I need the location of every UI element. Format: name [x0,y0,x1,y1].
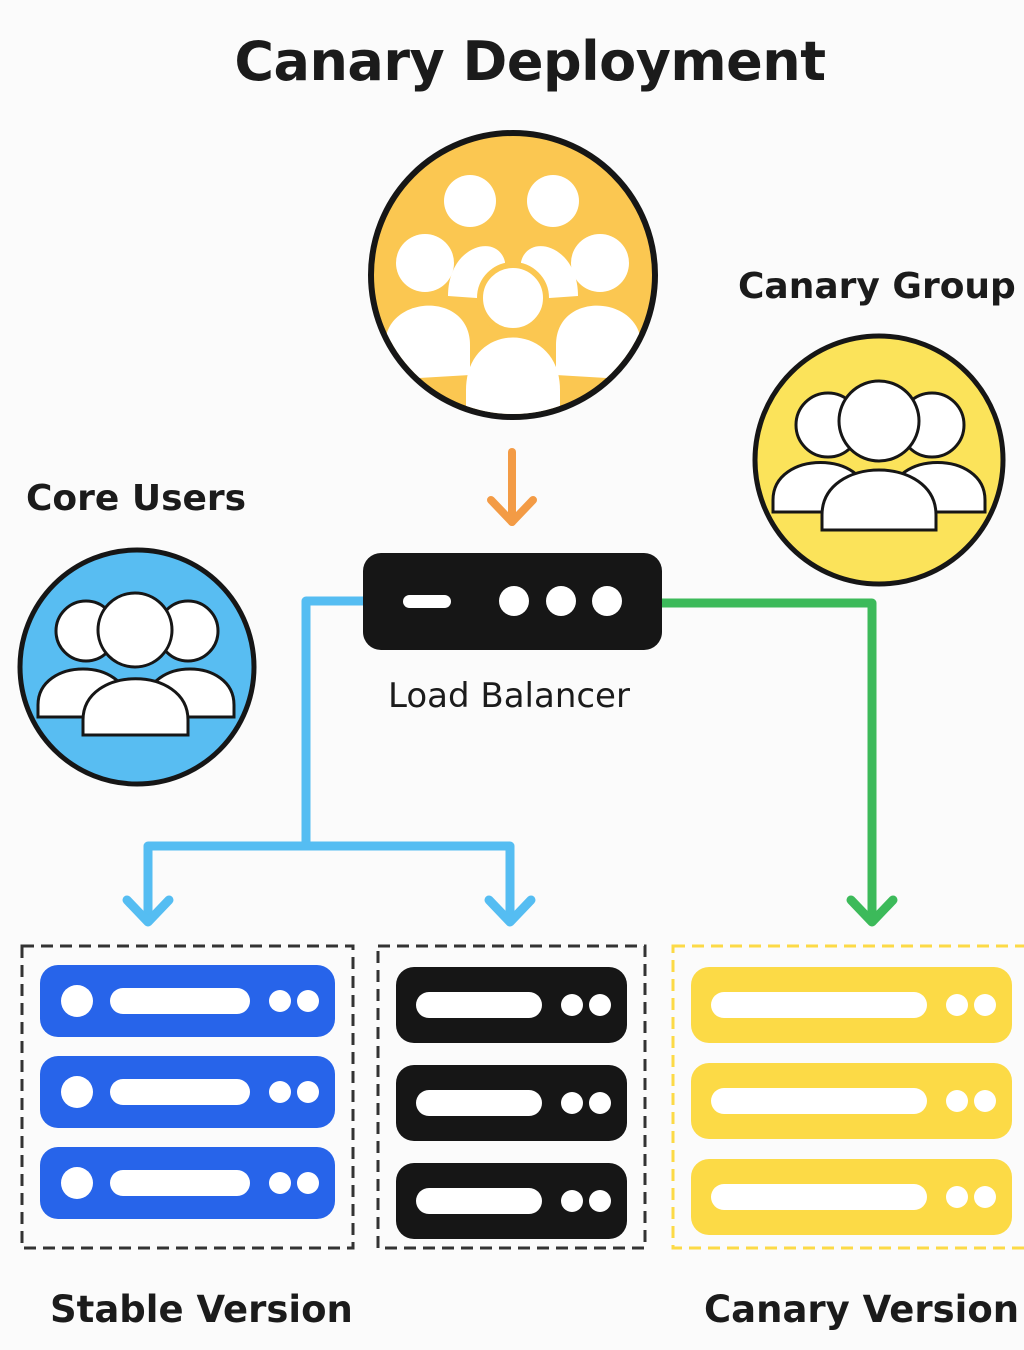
lb-slot [403,595,451,608]
lb-led [546,586,576,616]
load-balancer-label: Load Balancer [388,676,630,716]
server-unit[interactable] [40,1056,335,1128]
server-group-border [20,944,355,1250]
edge-line [301,596,371,851]
server-led [561,1190,583,1212]
server-unit[interactable] [396,1065,627,1141]
canary-group-label: Canary Group [738,266,1016,307]
server-slot [110,1170,250,1196]
server-unit[interactable] [40,965,335,1037]
server-slot [416,1188,542,1214]
server-slot [711,1088,927,1114]
server-led [589,1092,611,1114]
server-unit[interactable] [396,1163,627,1239]
edge-line [655,598,877,925]
server-led [61,985,93,1017]
arrowhead-icon [122,895,174,927]
server-unit[interactable] [691,1159,1012,1235]
lb-led [592,586,622,616]
page-title: Canary Deployment [234,30,826,93]
canary-server-group [671,944,1024,1250]
server-group-border [376,944,647,1250]
server-led [974,1186,996,1208]
server-led [589,1190,611,1212]
server-led [297,1172,319,1194]
arrowhead-icon [846,895,898,927]
stable-server-group-b [376,944,647,1250]
server-led [974,1090,996,1112]
server-slot [110,988,250,1014]
server-led [269,990,291,1012]
server-led [61,1167,93,1199]
server-unit[interactable] [40,1147,335,1219]
server-led [561,1092,583,1114]
edge-lb-to-canary [655,598,898,927]
server-group-border [671,944,1024,1250]
load-balancer-node[interactable] [363,553,662,650]
users-group-icon [36,591,236,737]
stable-server-group-a [20,944,355,1250]
server-slot [711,992,927,1018]
edge-users-to-lb [487,448,537,526]
server-led [561,994,583,1016]
users-group-icon [771,379,987,532]
server-led [61,1076,93,1108]
server-slot [110,1079,250,1105]
server-led [974,994,996,1016]
server-slot [416,992,542,1018]
lb-led [499,586,529,616]
server-slot [711,1184,927,1210]
server-unit[interactable] [691,1063,1012,1139]
core-users-node [17,547,257,787]
server-led [589,994,611,1016]
arrowhead-icon [484,895,536,927]
server-unit[interactable] [691,967,1012,1043]
crowd-icon [385,175,641,414]
stable-version-label: Stable Version [50,1288,353,1331]
edge-lb-to-stable [122,596,536,927]
server-led [269,1172,291,1194]
server-led [946,1090,968,1112]
server-led [946,994,968,1016]
server-led [269,1081,291,1103]
server-led [946,1186,968,1208]
server-unit[interactable] [396,967,627,1043]
all-users-node [368,130,658,420]
server-led [297,990,319,1012]
server-led [297,1081,319,1103]
canary-group-node [752,333,1006,587]
server-slot [416,1090,542,1116]
core-users-label: Core Users [26,478,247,519]
edge-line [143,841,515,925]
arrowhead-icon [487,496,537,526]
canary-version-label: Canary Version [704,1288,1020,1331]
